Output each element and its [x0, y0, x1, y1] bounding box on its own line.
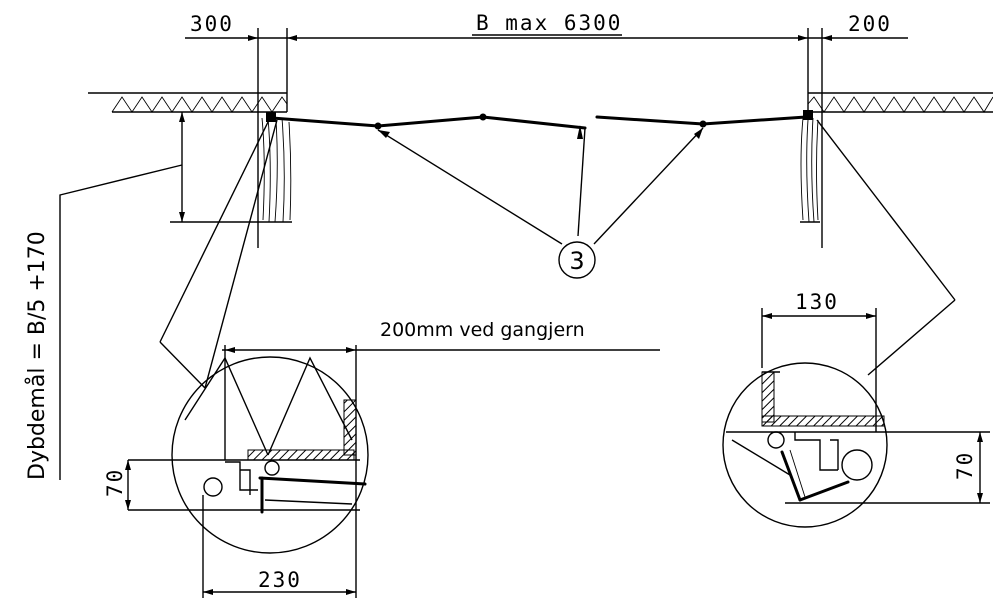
left-pit	[261, 117, 292, 223]
depth-formula: Dybdemål = B/5 +170	[24, 231, 50, 480]
callout-number: 3	[569, 247, 584, 275]
dim-right-70: 70	[953, 451, 977, 480]
detail-leaders	[159, 117, 956, 389]
right-detail: 130 70	[722, 290, 990, 528]
callout-3: 3	[377, 125, 704, 279]
dim-left-230: 230	[258, 568, 302, 592]
hinge-note: 200mm ved gangjern	[380, 319, 585, 341]
top-dimension-group: 300 B max 6300 200	[185, 11, 908, 248]
dim-opening-width: B max 6300	[476, 11, 622, 35]
ground-line	[88, 92, 993, 113]
left-detail: 200mm ved gangjern 70 230	[103, 319, 660, 598]
right-pit	[800, 117, 820, 223]
dim-left-70: 70	[103, 468, 127, 497]
dim-right-200: 200	[848, 12, 892, 36]
folding-door	[266, 110, 813, 130]
dim-right-130: 130	[795, 290, 839, 314]
depth-dimension: Dybdemål = B/5 +170	[24, 112, 262, 480]
dim-left-300: 300	[190, 12, 234, 36]
